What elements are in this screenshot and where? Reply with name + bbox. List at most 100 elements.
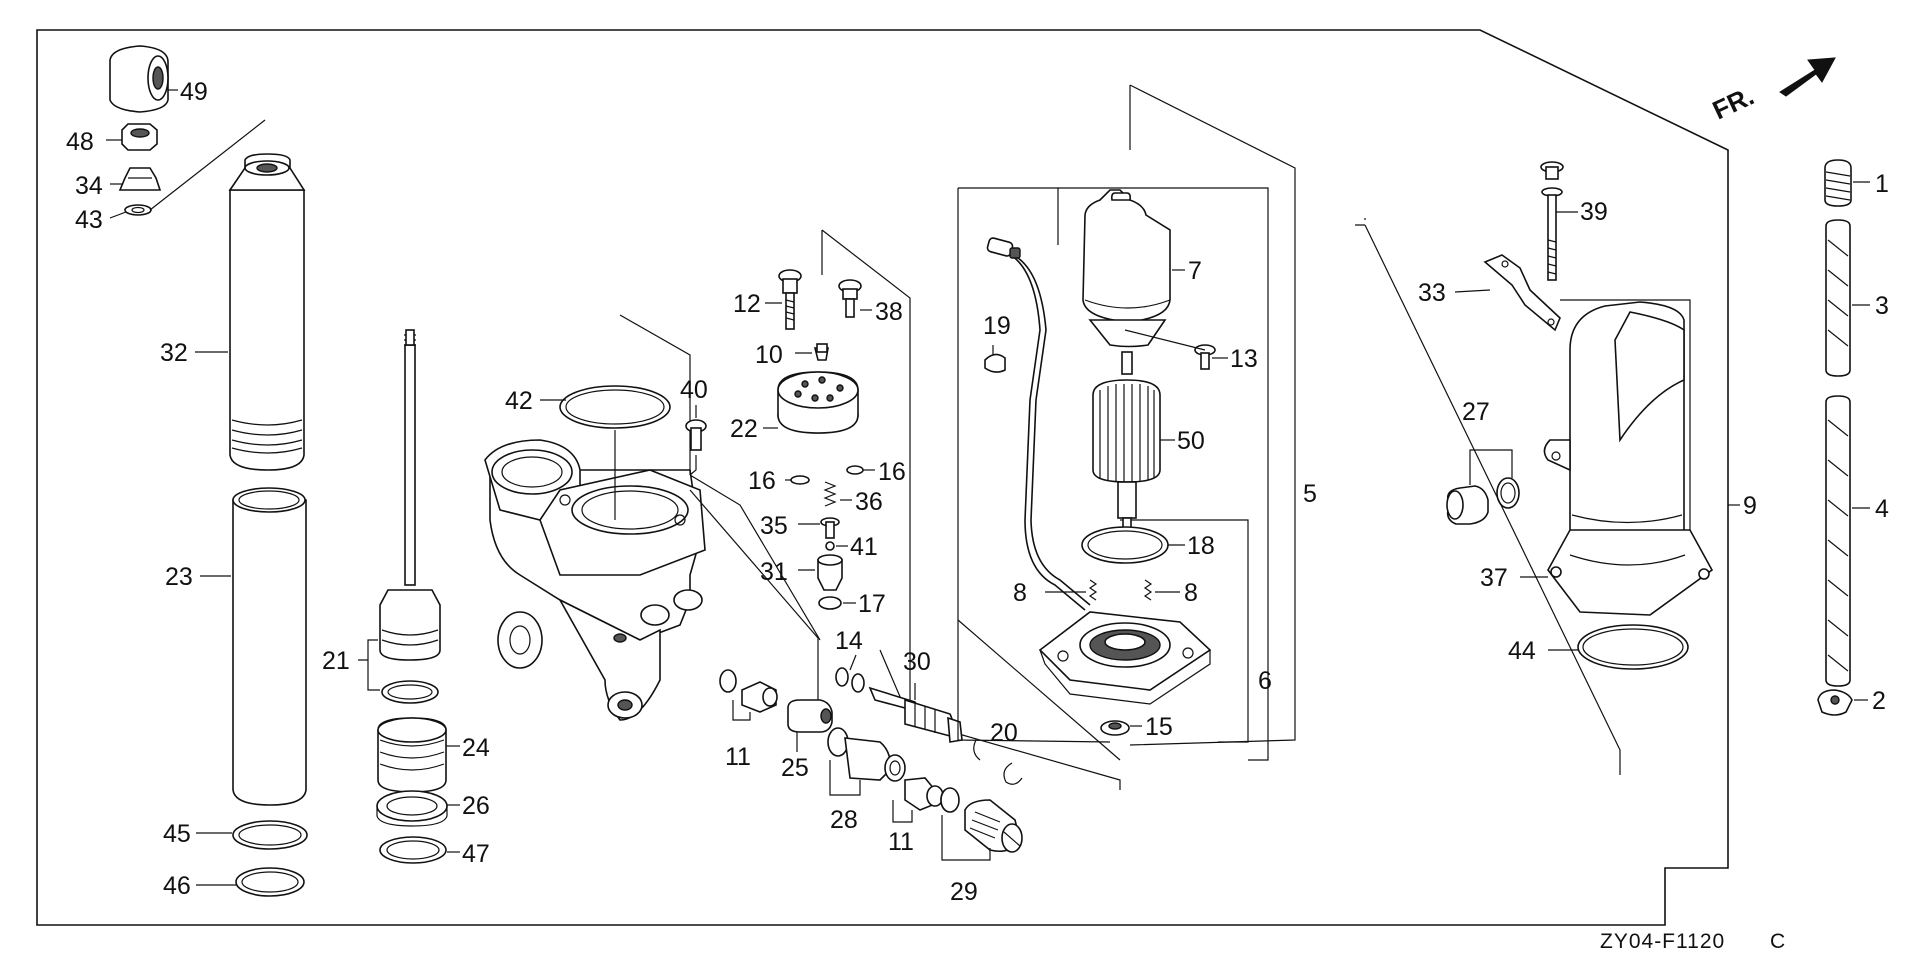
callout-30: 30 bbox=[903, 648, 931, 676]
part-12-screw bbox=[778, 269, 802, 330]
callout-6: 6 bbox=[1258, 667, 1272, 695]
part-41-ball bbox=[825, 541, 835, 551]
part-14-o-ring-b bbox=[851, 673, 865, 693]
callout-45: 45 bbox=[163, 820, 191, 848]
callout-40: 40 bbox=[680, 376, 708, 404]
part-3-rod bbox=[1825, 219, 1851, 377]
part-10-pin bbox=[813, 343, 829, 361]
part-28-valve-body bbox=[827, 727, 906, 782]
part-19-wire-harness bbox=[984, 237, 1091, 611]
drawing-code-suffix: C bbox=[1770, 930, 1786, 953]
part-2-clip bbox=[1817, 689, 1853, 716]
callout-28: 28 bbox=[830, 806, 858, 834]
part-17-o-ring bbox=[818, 596, 842, 610]
callout-32: 32 bbox=[160, 339, 188, 367]
part-pump-body bbox=[484, 439, 706, 721]
part-16-o-ring-left bbox=[790, 475, 810, 485]
part-8-spring-left bbox=[1088, 579, 1098, 601]
callout-10: 10 bbox=[755, 341, 783, 369]
callout-33: 33 bbox=[1418, 279, 1446, 307]
callout-26: 26 bbox=[462, 792, 490, 820]
callout-1: 1 bbox=[1875, 170, 1889, 198]
callout-11-right: 11 bbox=[888, 828, 914, 856]
callout-48: 48 bbox=[66, 128, 94, 156]
callout-9: 9 bbox=[1743, 492, 1757, 520]
part-7-motor-housing bbox=[1082, 189, 1171, 348]
part-11-check-valve bbox=[741, 681, 778, 713]
callout-15: 15 bbox=[1145, 713, 1173, 741]
callout-18: 18 bbox=[1187, 532, 1215, 560]
front-direction-label: FR. bbox=[1708, 81, 1759, 126]
callout-3: 3 bbox=[1875, 292, 1889, 320]
callout-14: 14 bbox=[835, 627, 863, 655]
callout-27: 27 bbox=[1462, 398, 1490, 426]
drawing-code: ZY04-F1120 C bbox=[1600, 930, 1786, 953]
drawing-code-number: ZY04-F1120 bbox=[1600, 930, 1725, 953]
part-29-plug bbox=[940, 787, 1023, 853]
part-34-washer-nut bbox=[118, 167, 162, 191]
callout-46: 46 bbox=[163, 872, 191, 900]
part-6-brush-holder bbox=[1038, 611, 1212, 705]
part-45-o-ring bbox=[232, 820, 308, 850]
part-31-valve-seat bbox=[817, 554, 843, 591]
callout-5: 5 bbox=[1303, 480, 1317, 508]
callout-31: 31 bbox=[760, 558, 788, 586]
callout-12: 12 bbox=[733, 290, 761, 318]
callout-labels: 49 48 34 43 32 23 45 46 21 24 26 47 42 4… bbox=[66, 78, 1889, 906]
callout-2: 2 bbox=[1872, 687, 1886, 715]
part-21-ring bbox=[381, 680, 439, 704]
callout-49: 49 bbox=[180, 78, 208, 106]
callout-25: 25 bbox=[781, 754, 809, 782]
part-14-o-ring-a bbox=[835, 667, 849, 687]
callout-34: 34 bbox=[75, 172, 103, 200]
part-46-o-ring bbox=[235, 867, 305, 897]
callout-38: 38 bbox=[875, 298, 903, 326]
front-direction-arrow: FR. bbox=[1708, 57, 1836, 126]
part-8-spring-right bbox=[1143, 579, 1153, 601]
part-32-upper-cylinder bbox=[228, 153, 306, 471]
part-22-valve-block bbox=[777, 371, 859, 434]
part-38-screw bbox=[838, 279, 862, 318]
callout-20: 20 bbox=[990, 719, 1018, 747]
callout-17: 17 bbox=[858, 590, 886, 618]
callout-43: 43 bbox=[75, 206, 103, 234]
callout-8-right: 8 bbox=[1184, 579, 1198, 607]
part-18-o-ring bbox=[1081, 526, 1169, 564]
callout-29: 29 bbox=[950, 878, 978, 906]
part-40-screw bbox=[685, 419, 707, 451]
callout-16-right: 16 bbox=[878, 458, 906, 486]
callout-7: 7 bbox=[1188, 257, 1202, 285]
callout-4: 4 bbox=[1875, 495, 1889, 523]
callout-24: 24 bbox=[462, 734, 490, 762]
part-21-piston-rod bbox=[379, 329, 441, 661]
callout-22: 22 bbox=[730, 415, 758, 443]
assembly-border bbox=[36, 29, 1729, 926]
callout-19: 19 bbox=[983, 312, 1011, 340]
part-15-washer bbox=[1100, 720, 1130, 736]
callout-37: 37 bbox=[1480, 564, 1508, 592]
part-35-valve bbox=[820, 517, 840, 539]
callout-35: 35 bbox=[760, 512, 788, 540]
callout-39: 39 bbox=[1580, 198, 1608, 226]
callout-47: 47 bbox=[462, 840, 490, 868]
part-48-nut bbox=[121, 123, 158, 151]
part-24-piston bbox=[377, 717, 447, 793]
callout-21: 21 bbox=[322, 647, 350, 675]
part-39-bolt bbox=[1540, 161, 1564, 281]
callout-36: 36 bbox=[855, 488, 883, 516]
callout-13: 13 bbox=[1230, 345, 1258, 373]
part-36-spring bbox=[823, 481, 837, 507]
part-50-armature bbox=[1092, 351, 1161, 541]
part-11-o-ring-left bbox=[719, 669, 737, 693]
callout-16-left: 16 bbox=[748, 467, 776, 495]
part-4-rod bbox=[1825, 395, 1851, 687]
part-49-cap bbox=[109, 45, 169, 113]
part-43-washer bbox=[124, 204, 152, 216]
callout-42: 42 bbox=[505, 387, 533, 415]
callout-8-left: 8 bbox=[1013, 579, 1027, 607]
callout-23: 23 bbox=[165, 563, 193, 591]
callout-44: 44 bbox=[1508, 637, 1536, 665]
callout-41: 41 bbox=[850, 533, 878, 561]
part-25-spool bbox=[787, 699, 833, 733]
